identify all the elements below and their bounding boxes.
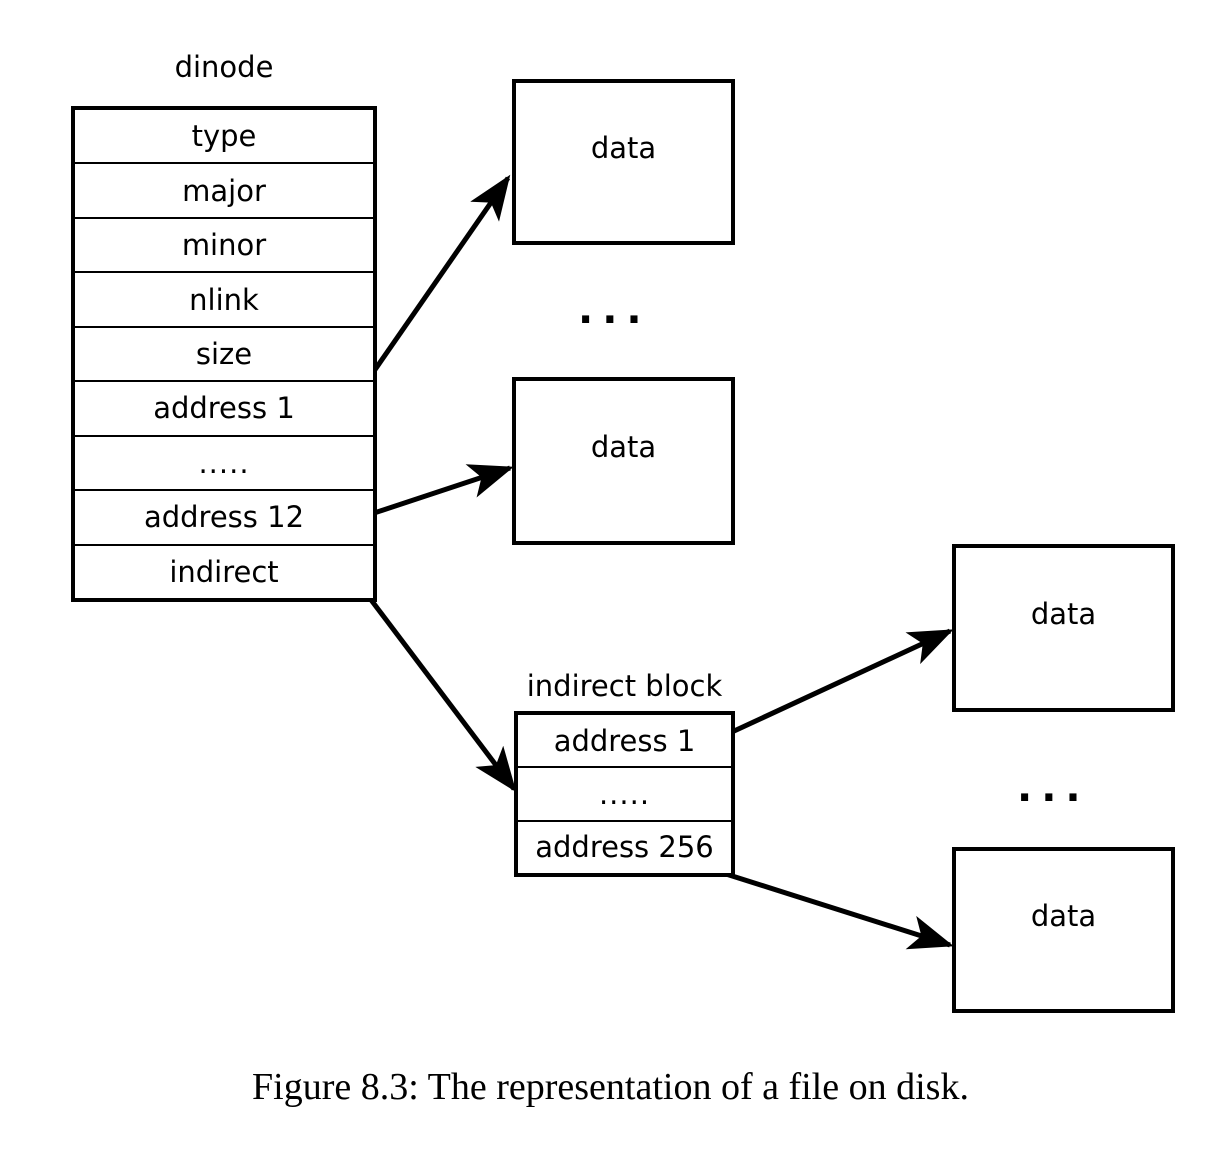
dinode-row-major: major xyxy=(75,164,373,219)
dinode-row-size: size xyxy=(75,328,373,383)
dinode-row-address-1: address 1 xyxy=(75,382,373,437)
dinode-title: dinode xyxy=(174,50,274,84)
data-block-3: data xyxy=(952,544,1175,712)
dinode-row-indirect: indirect xyxy=(169,554,279,589)
data-block-2-label: data xyxy=(590,429,657,464)
dinode-row-address-12: address 12 xyxy=(75,491,373,546)
indirect-row-ellipsis: ..... xyxy=(518,768,731,822)
arrow-indirect-to-indirect-block xyxy=(348,570,517,793)
indirect-row-address-1: address 1 xyxy=(518,715,731,769)
dinode-row-type: type xyxy=(75,110,373,165)
dinode-row-ellipsis: ..... xyxy=(75,437,373,492)
indirect-row-address-256: address 256 xyxy=(535,830,714,865)
indirect-block-title: indirect block xyxy=(526,669,723,703)
data-block-2: data xyxy=(512,377,735,545)
arrow-indirect-address1-to-data3 xyxy=(704,628,954,747)
data-block-1: data xyxy=(512,79,735,245)
dinode-row-nlink: nlink xyxy=(75,273,373,328)
ellipsis-indirect-blocks: ... xyxy=(1017,765,1090,811)
figure-caption: Figure 8.3: The representation of a file… xyxy=(252,1066,969,1108)
indirect-block-table: address 1 ..... address 256 xyxy=(514,711,735,877)
ellipsis-direct-blocks: ... xyxy=(578,287,651,333)
dinode-table: type major minor nlink size address 1 ..… xyxy=(71,106,377,602)
data-block-4: data xyxy=(952,847,1175,1013)
dinode-row-minor: minor xyxy=(75,219,373,274)
data-block-3-label: data xyxy=(1030,596,1097,631)
data-block-4-label: data xyxy=(1030,898,1097,933)
data-block-1-label: data xyxy=(590,130,657,165)
arrow-indirect-address256-to-data4 xyxy=(706,865,954,950)
